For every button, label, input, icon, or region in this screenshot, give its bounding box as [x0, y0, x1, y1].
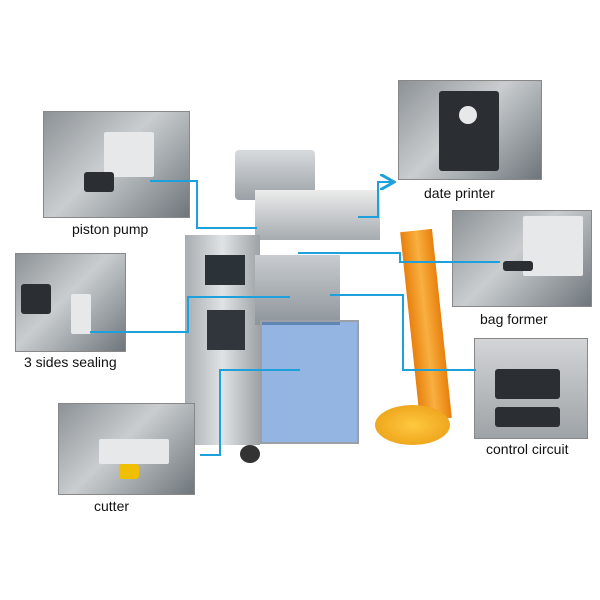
bag-former-line [298, 252, 500, 263]
sides-sealing-label: 3 sides sealing [24, 354, 117, 370]
bag-former-photo [452, 210, 592, 307]
piston-pump-photo [43, 111, 190, 218]
bag-former-label: bag former [480, 311, 548, 327]
piston-pump-label: piston pump [72, 221, 149, 237]
control-circuit-photo [474, 338, 588, 439]
honey-stick-product-image [375, 228, 475, 455]
three-sides-sealing-photo [15, 253, 126, 352]
three-sides-sealing-line [90, 296, 290, 333]
control-circuit-label: control circuit [486, 441, 569, 457]
control-circuit-line [330, 294, 476, 371]
cutter-label: cutter [94, 498, 130, 514]
cutter-line [200, 369, 300, 456]
cutter-photo [58, 403, 195, 495]
date-printer-label: date printer [424, 185, 495, 201]
date-printer-line [358, 182, 392, 218]
packaging-machine-image [185, 145, 380, 465]
date-printer-photo [398, 80, 542, 180]
piston-pump-line [150, 180, 257, 229]
